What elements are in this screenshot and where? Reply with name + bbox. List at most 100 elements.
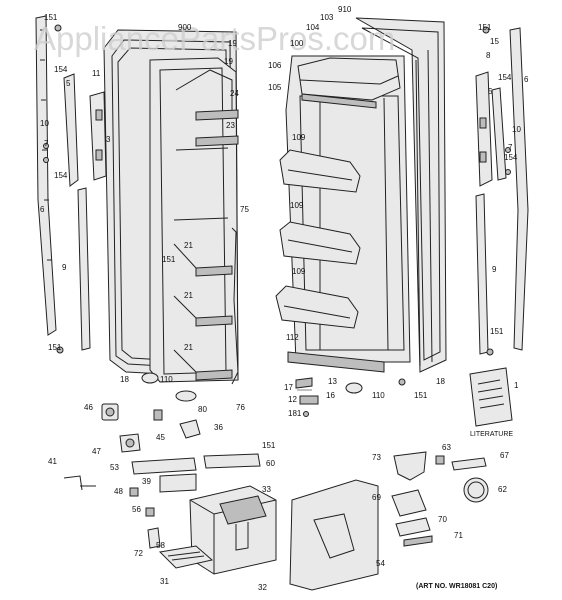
fresh-food-door-liner [285,55,411,363]
part-label-73: 73 [372,453,381,462]
part-label-19b: 19 [224,57,233,66]
part-label-10a: 10 [40,119,49,128]
part-39 [159,473,197,493]
left-door-screws [43,24,64,354]
part-label-900: 900 [178,23,192,32]
part-label-151a: 151 [44,13,58,22]
part-label-910: 910 [338,5,352,14]
freezer-door-liner [149,57,239,383]
part-label-110b: 110 [372,391,385,400]
part-label-24: 24 [230,89,239,98]
left-door-strip-9 [77,187,91,351]
part-label-1: 1 [514,381,519,390]
part-label-151d: 151 [478,23,492,32]
part-label-21c: 21 [184,343,193,352]
right-door-screws [482,26,511,356]
fresh-food-door-outer [355,17,447,373]
part-label-56: 56 [132,505,141,514]
part-label-6a: 6 [40,205,45,214]
dispenser-cover-54 [289,479,379,591]
part-label-80: 80 [198,405,207,414]
part-label-7b: 7 [508,143,513,152]
part-label-103: 103 [320,13,334,22]
freezer-door-shelves [173,69,239,381]
part-label-58: 58 [156,541,165,550]
part-label-5a: 5 [66,79,71,88]
part-label-39: 39 [142,477,151,486]
part-48 [129,487,139,497]
part-label-23: 23 [226,121,235,130]
part-label-9b: 9 [492,265,497,274]
bracket-36 [179,419,201,439]
part-label-154d: 154 [504,153,518,162]
part-label-67: 67 [500,451,509,460]
dispenser-switch-46 [101,403,119,421]
part-label-63: 63 [442,443,451,452]
part-label-32: 32 [258,583,267,592]
art-number: (ART NO. WR18081 C20) [416,583,497,590]
part-label-33: 33 [262,485,271,494]
part-72 [147,527,161,549]
part-label-109b: 109 [290,201,304,210]
part-label-8: 8 [486,51,491,60]
part-label-3: 3 [106,135,111,144]
right-door-gasket-strip [509,27,529,351]
part-label-6b: 6 [524,75,529,84]
right-handle [475,71,507,187]
part-label-100: 100 [290,39,304,48]
part-label-5b: 5 [488,87,493,96]
part-label-16: 16 [326,391,335,400]
literature-booklet [469,367,513,427]
handle-60 [203,453,261,469]
part-label-54: 54 [376,559,385,568]
part-label-109c: 109 [292,267,306,276]
part-label-62: 62 [498,485,507,494]
part-label-109a: 109 [292,133,306,142]
caps-110-80 [141,372,406,402]
ice-chute-73 [393,451,427,481]
part-label-75: 75 [240,205,249,214]
part-label-105: 105 [268,83,282,92]
part-label-106: 106 [268,61,282,70]
part-label-151c: 151 [162,255,176,264]
literature-label: LITERATURE [470,431,513,438]
part-label-151f: 151 [414,391,428,400]
ring-62 [463,477,489,503]
part-label-154b: 154 [54,171,68,180]
part-label-70: 70 [438,515,447,524]
part-label-154a: 154 [54,65,68,74]
part-label-12: 12 [288,395,297,404]
dispenser-light-47 [119,433,141,453]
part-label-53: 53 [110,463,119,472]
part-label-13: 13 [328,377,337,386]
part-label-36: 36 [214,423,223,432]
part-label-48: 48 [114,487,123,496]
hinge-parts-17-13-16 [295,377,319,417]
part-label-69: 69 [372,493,381,502]
part-label-151e: 151 [490,327,504,336]
part-label-45: 45 [156,433,165,442]
dairy-compartment-door [297,57,401,109]
bottom-trim-112 [287,351,385,373]
part-label-15: 15 [490,37,499,46]
drip-tray-31 [158,545,214,569]
part-label-19a: 19 [228,39,237,48]
door-shelf-bins [275,149,361,329]
part-label-10b: 10 [512,125,521,134]
part-label-112: 112 [286,333,299,342]
part-label-21b: 21 [184,291,193,300]
part-label-18a: 18 [120,375,129,384]
part-label-7a: 7 [44,139,49,148]
flap-parts-69-70-71 [391,489,433,547]
left-handle [63,73,107,187]
part-label-104: 104 [306,23,320,32]
part-56 [145,507,155,517]
watermark-text: AppliancePartsPros.com [34,20,395,57]
bracket-41 [63,475,96,491]
part-label-46: 46 [84,403,93,412]
part-label-151g: 151 [262,441,276,450]
part-label-47: 47 [92,447,101,456]
part-label-9a: 9 [62,263,67,272]
freezer-tube-75 [231,227,239,385]
